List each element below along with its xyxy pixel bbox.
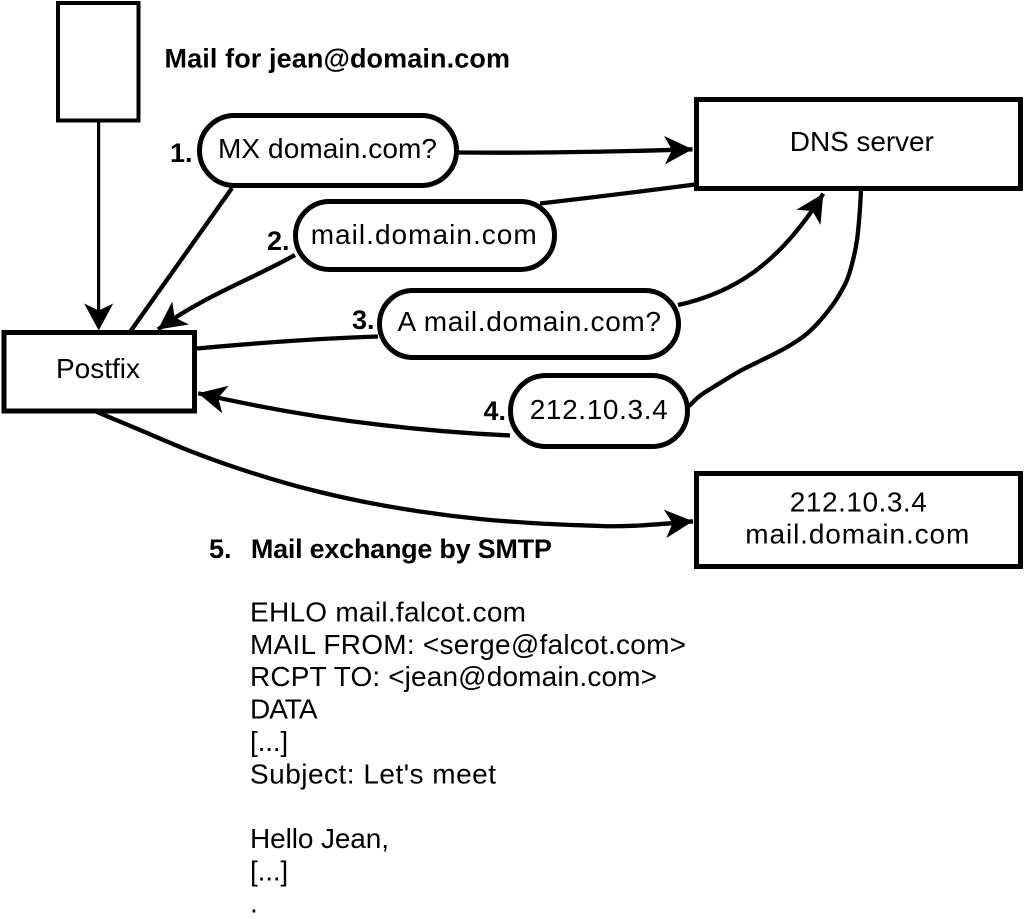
svg-text:Postfix: Postfix — [56, 353, 140, 384]
svg-text:[...]: [...] — [250, 855, 288, 886]
svg-text:1.: 1. — [170, 138, 193, 168]
svg-text:Mail for jean@domain.com: Mail for jean@domain.com — [165, 44, 511, 74]
svg-text:Mail exchange by SMTP: Mail exchange by SMTP — [251, 534, 552, 564]
svg-text:212.10.3.4: 212.10.3.4 — [790, 487, 927, 518]
svg-text:Hello Jean,: Hello Jean, — [250, 823, 389, 854]
svg-text:MX domain.com?: MX domain.com? — [218, 133, 437, 164]
svg-text:EHLO mail.falcot.com: EHLO mail.falcot.com — [250, 597, 526, 628]
svg-text:DATA: DATA — [250, 694, 318, 725]
svg-text:3.: 3. — [352, 305, 375, 335]
svg-text:A mail.domain.com?: A mail.domain.com? — [398, 306, 662, 337]
svg-text:MAIL FROM: <serge@falcot.com>: MAIL FROM: <serge@falcot.com> — [250, 629, 686, 660]
svg-text:212.10.3.4: 212.10.3.4 — [530, 394, 668, 425]
svg-text:[...]: [...] — [250, 726, 288, 757]
svg-text:.: . — [250, 888, 258, 919]
svg-text:RCPT TO: <jean@domain.com>: RCPT TO: <jean@domain.com> — [250, 661, 657, 692]
svg-text:5.: 5. — [209, 534, 232, 564]
svg-text:mail.domain.com: mail.domain.com — [311, 219, 537, 250]
svg-text:DNS server: DNS server — [790, 126, 934, 157]
svg-text:mail.domain.com: mail.domain.com — [745, 519, 969, 550]
svg-text:2.: 2. — [267, 226, 290, 256]
svg-text:Subject: Let's meet: Subject: Let's meet — [250, 758, 496, 789]
svg-text:4.: 4. — [484, 396, 507, 426]
